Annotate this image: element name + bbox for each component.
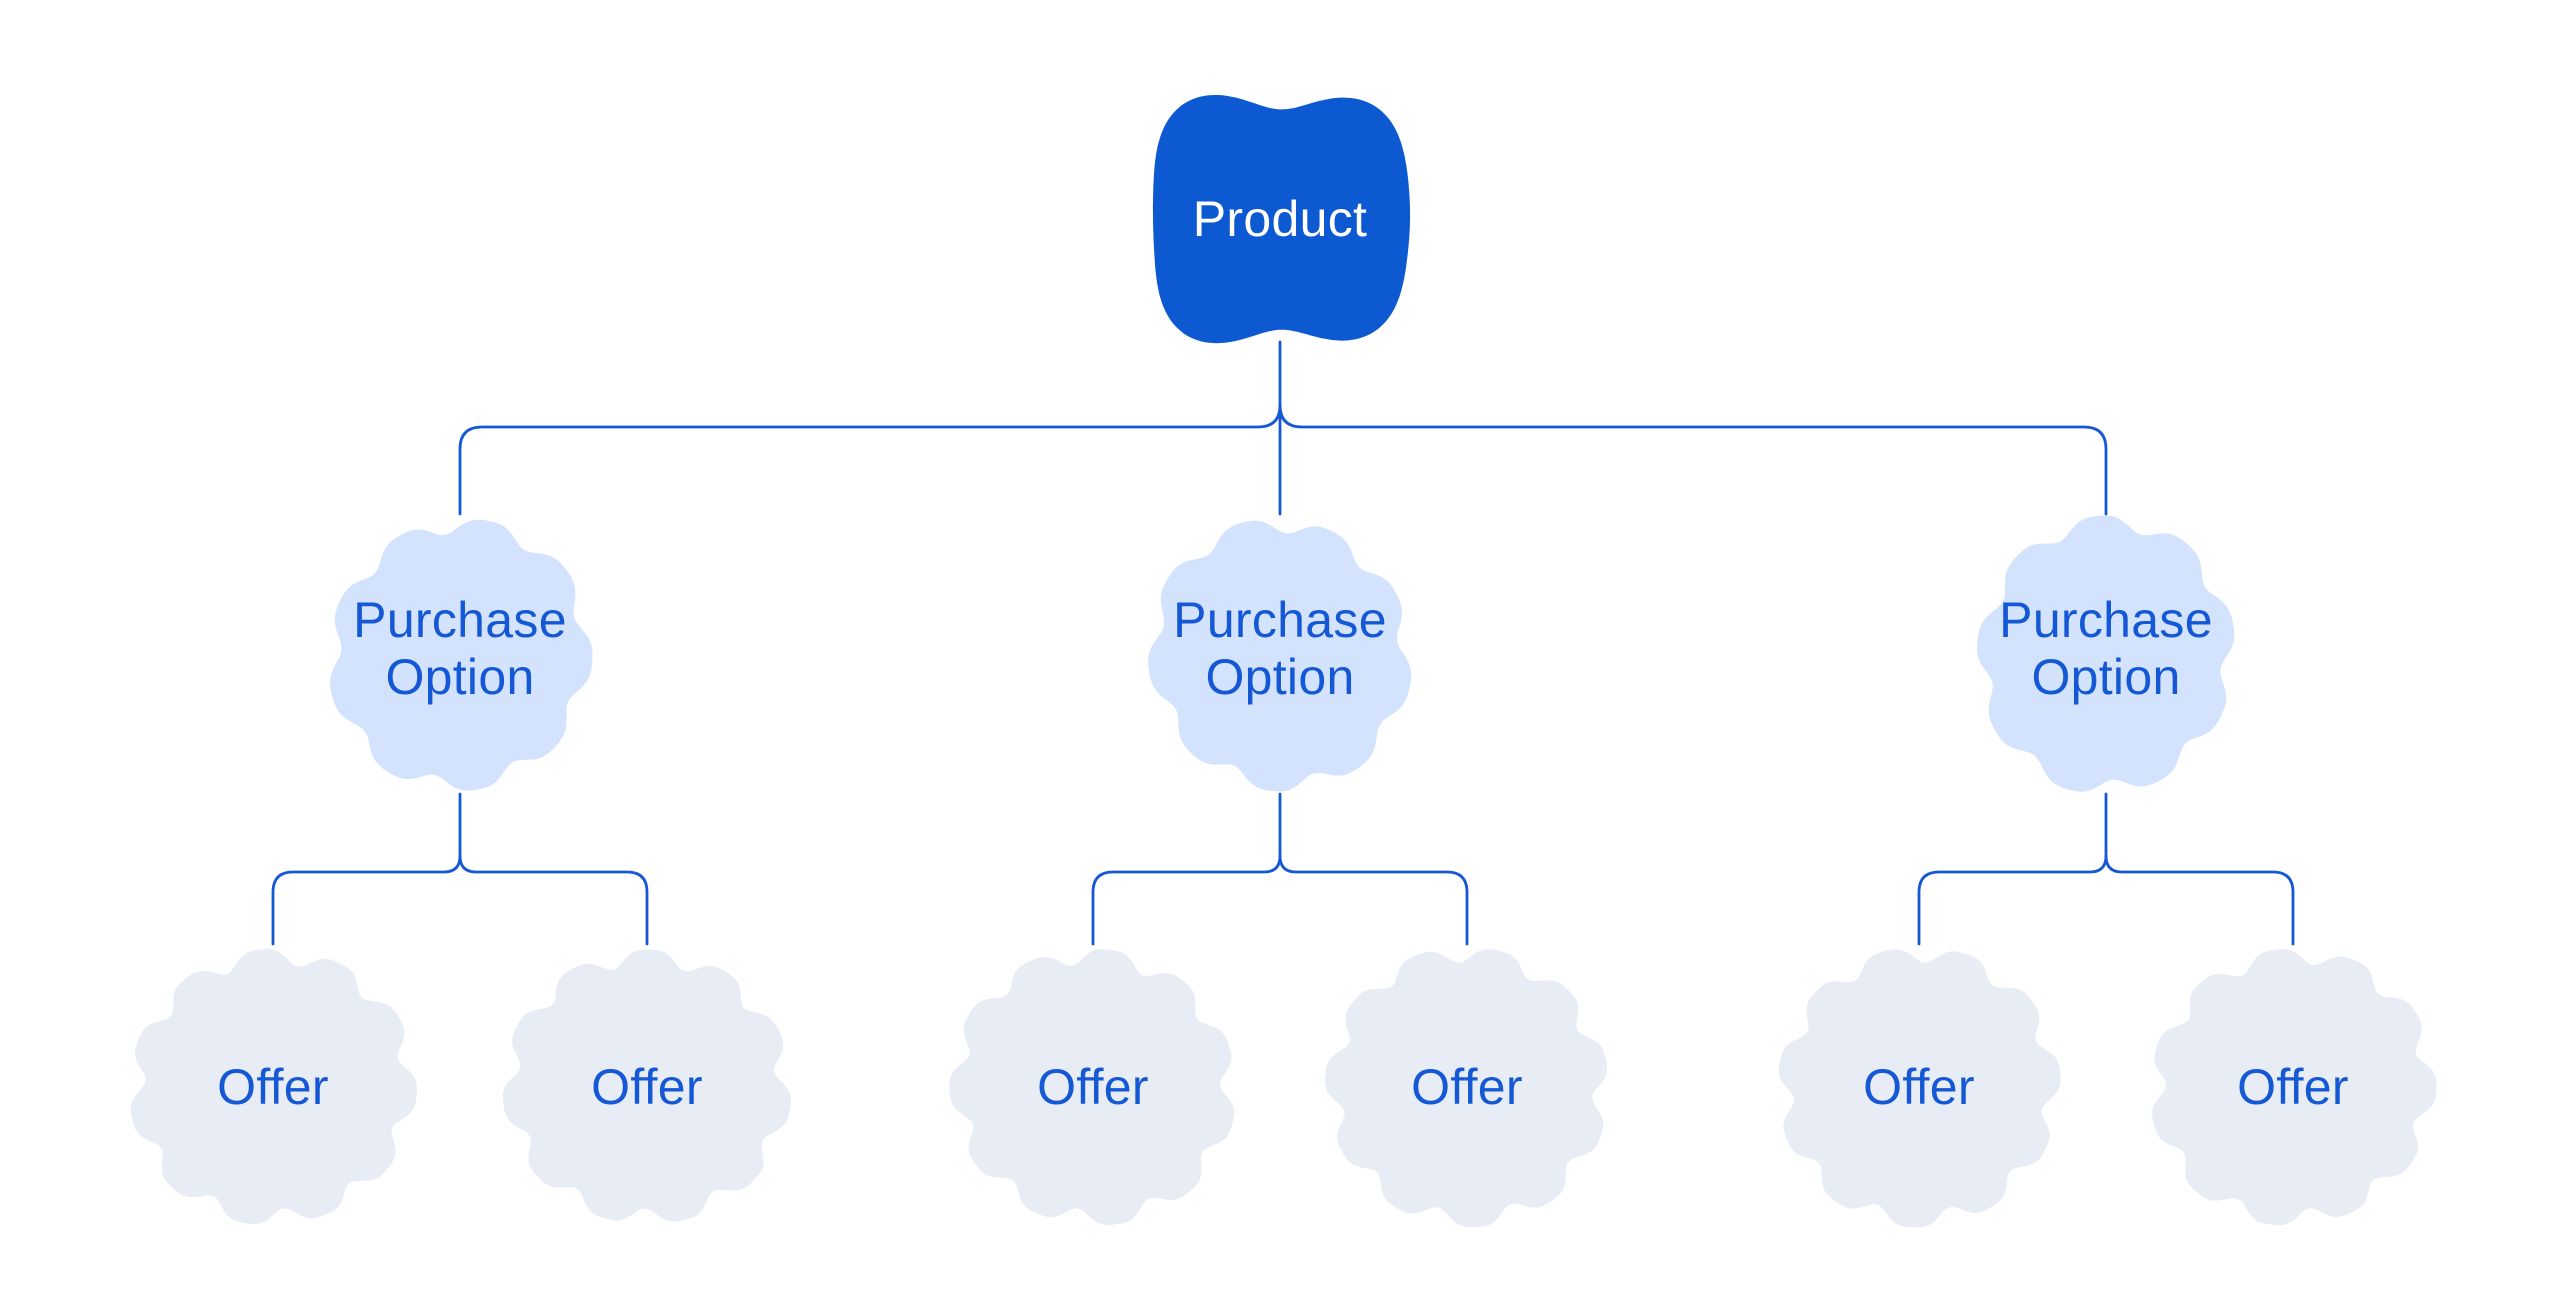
offer-blob <box>502 949 791 1222</box>
purchase-option-blob <box>1148 520 1412 792</box>
purchase-option-blob <box>1977 515 2235 792</box>
purchase-option-blob <box>330 519 593 791</box>
connector-option2-left-branch <box>1091 854 1282 946</box>
connector-option3-right-branch <box>2104 854 2295 946</box>
connector-product-left-branch <box>458 403 1282 516</box>
offer-blob <box>130 949 418 1224</box>
connector-option2-right-branch <box>1278 854 1469 946</box>
offer-blob <box>949 949 1235 1225</box>
connector-lines <box>271 340 2295 946</box>
connector-option1-right-branch <box>458 854 649 946</box>
node-blobs <box>130 95 2437 1228</box>
offer-blob <box>2152 949 2437 1226</box>
connector-product-right-branch <box>1278 403 2108 516</box>
connector-option1-left-branch <box>271 854 462 946</box>
product-blob <box>1152 95 1411 344</box>
connector-option3-left-branch <box>1917 854 2108 946</box>
offer-blob <box>1325 949 1608 1228</box>
offer-blob <box>1778 949 2061 1228</box>
